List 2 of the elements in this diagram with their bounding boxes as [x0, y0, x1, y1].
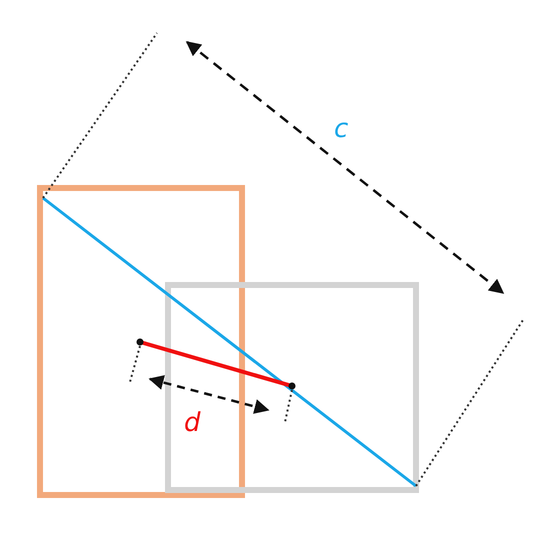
dimension-label: d — [184, 410, 201, 436]
dimension-label: c — [334, 116, 348, 142]
